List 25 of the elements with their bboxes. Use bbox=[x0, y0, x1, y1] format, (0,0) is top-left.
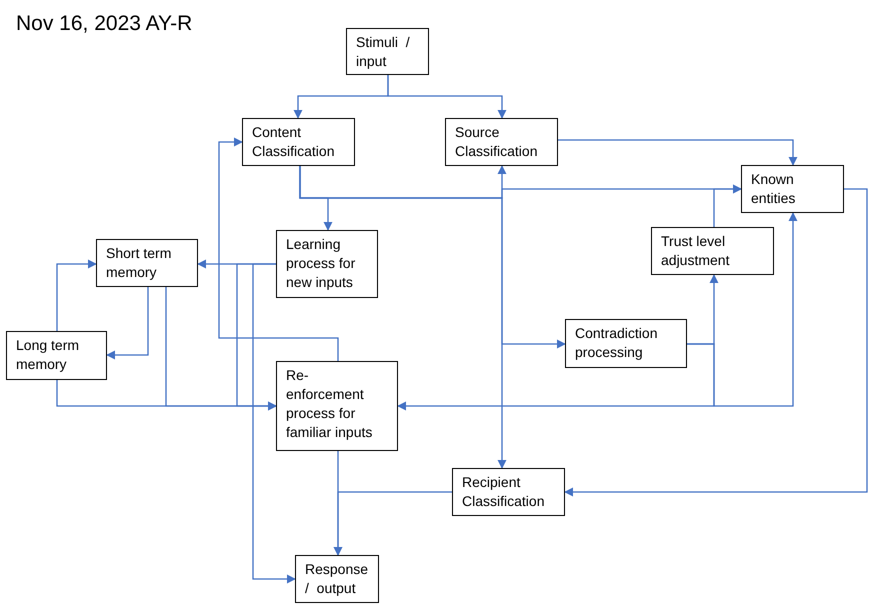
process-box: Recipient Classification bbox=[452, 468, 565, 516]
process-box: Re- enforcement process for familiar inputs bbox=[276, 361, 398, 451]
process-box: Learning process for new inputs bbox=[276, 230, 378, 298]
arrow bbox=[236, 263, 277, 411]
diagram-title: Nov 16, 2023 AY-R bbox=[16, 11, 192, 37]
arrow bbox=[56, 259, 97, 331]
arrow bbox=[713, 184, 742, 227]
arrow bbox=[106, 287, 149, 360]
process-box: Long term memory bbox=[6, 331, 107, 380]
arrow bbox=[558, 139, 798, 166]
process-box: Known entities bbox=[741, 165, 844, 213]
arrow bbox=[387, 75, 507, 119]
arrow bbox=[218, 137, 339, 361]
process-box: Short term memory bbox=[96, 239, 198, 287]
process-box: Trust level adjustment bbox=[651, 227, 774, 275]
process-box: Contradiction processing bbox=[565, 319, 687, 368]
arrow bbox=[252, 263, 296, 584]
arrow bbox=[564, 188, 868, 497]
process-box: Source Classification bbox=[445, 118, 558, 166]
process-box: Content Classification bbox=[242, 118, 355, 166]
arrow bbox=[299, 166, 566, 349]
process-box: Stimuli / input bbox=[346, 28, 429, 75]
arrow bbox=[333, 451, 343, 556]
process-box: Response / output bbox=[295, 555, 379, 603]
arrow bbox=[687, 212, 798, 407]
